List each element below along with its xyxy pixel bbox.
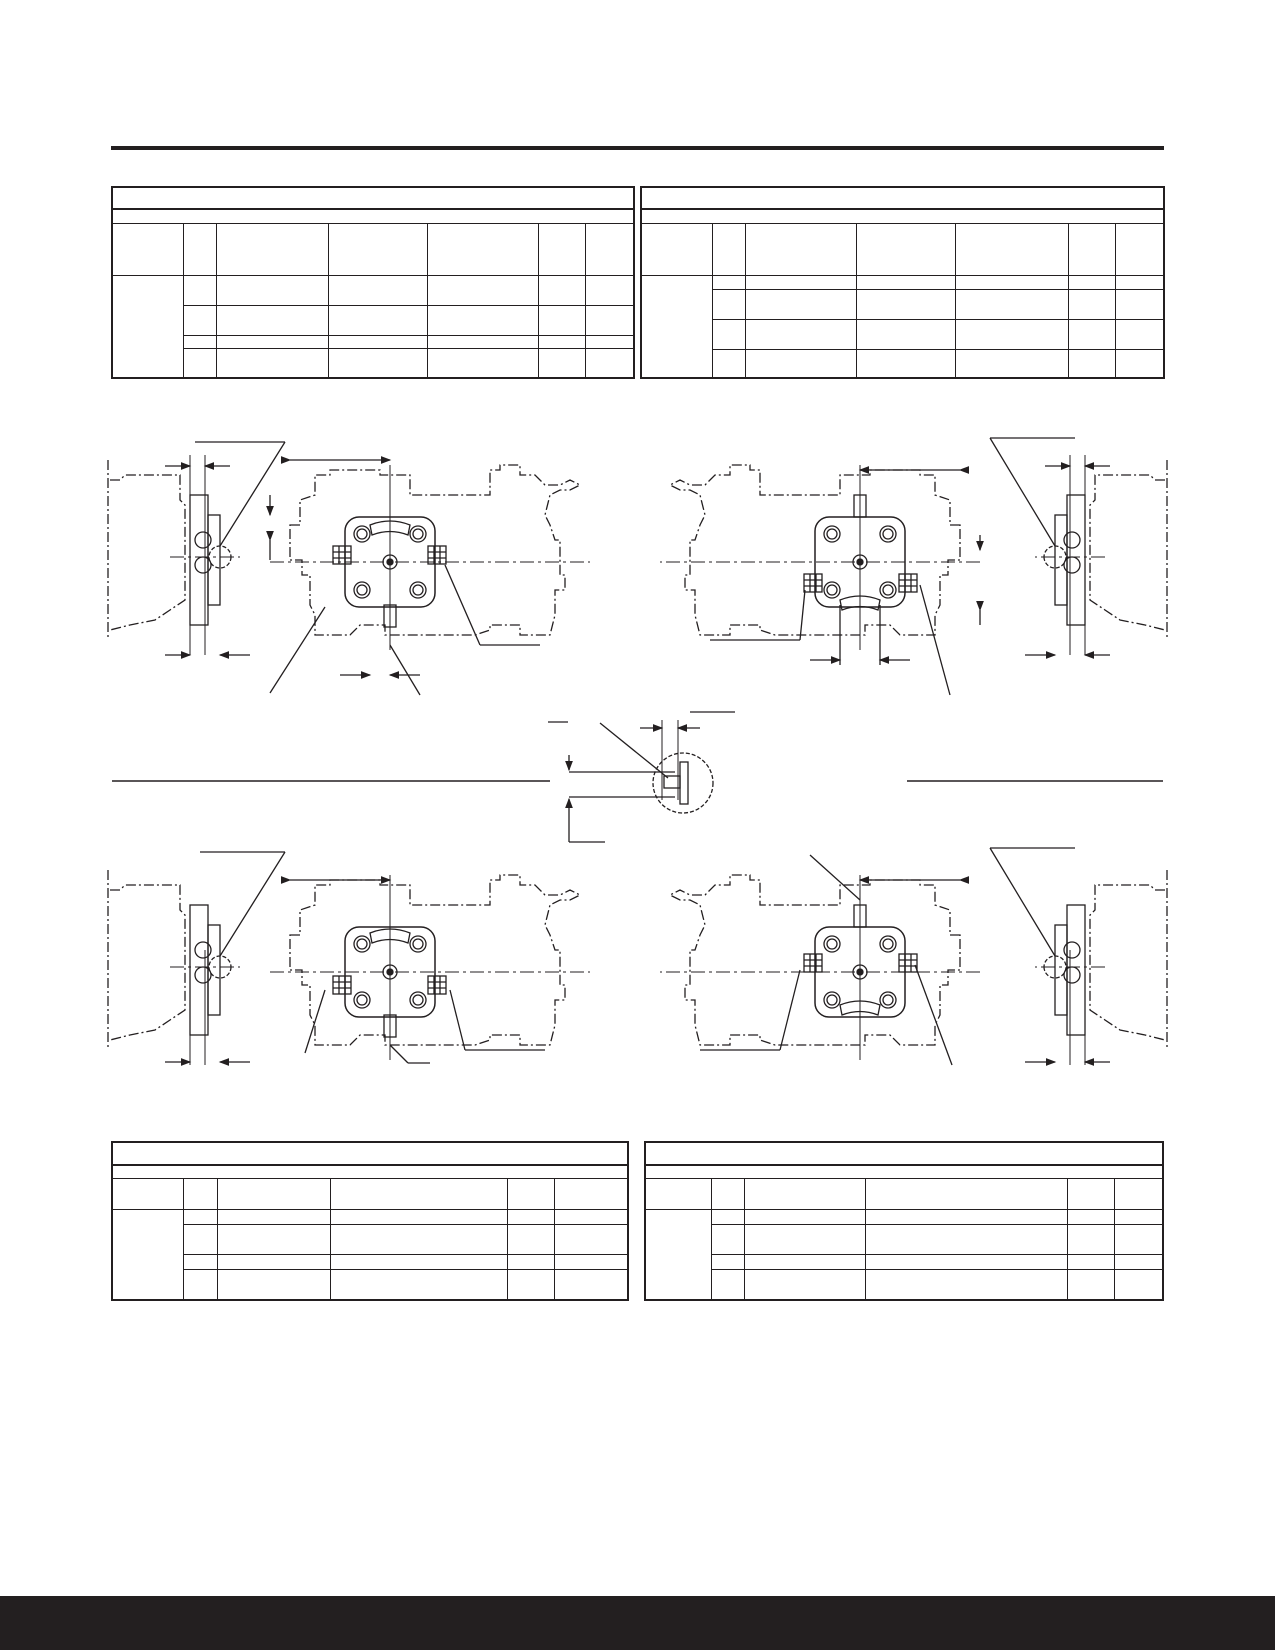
- table-title: [110, 186, 636, 210]
- table-row: [112, 1223, 629, 1256]
- table-row: [111, 1209, 629, 1301]
- table-row: [112, 1268, 629, 1301]
- view-bottom-right: [659, 854, 981, 1066]
- table-title: [639, 186, 1166, 210]
- spec-table-top-right: [639, 186, 1166, 379]
- table-subtitle: [644, 1164, 1164, 1180]
- table-row: [645, 1223, 1164, 1256]
- view-top-left: [266, 456, 591, 696]
- table-title: [643, 1141, 1165, 1166]
- view-bottom-left: [269, 874, 591, 1064]
- table-header-row: [111, 1178, 629, 1211]
- table-row: [641, 318, 1165, 350]
- table-header-row: [640, 222, 1165, 276]
- table-row: [644, 1209, 1164, 1301]
- table-row: [112, 334, 635, 349]
- table-row: [641, 348, 1165, 379]
- table-row: [640, 274, 1165, 379]
- header-rule: [111, 146, 1164, 150]
- spec-table-top-left: [110, 186, 636, 379]
- view-top-right: [659, 464, 984, 696]
- table-row: [645, 1254, 1164, 1270]
- table-row: [112, 1254, 629, 1270]
- table-title: [110, 1141, 630, 1166]
- table-row: [111, 274, 635, 379]
- table-subtitle: [111, 1164, 629, 1180]
- spec-table-bottom-left: [110, 1141, 630, 1301]
- table-row: [112, 347, 635, 379]
- footer-band: [0, 1596, 1275, 1650]
- table-row: [645, 1268, 1164, 1301]
- spec-table-bottom-right: [643, 1141, 1165, 1301]
- detail-center: [112, 711, 1163, 843]
